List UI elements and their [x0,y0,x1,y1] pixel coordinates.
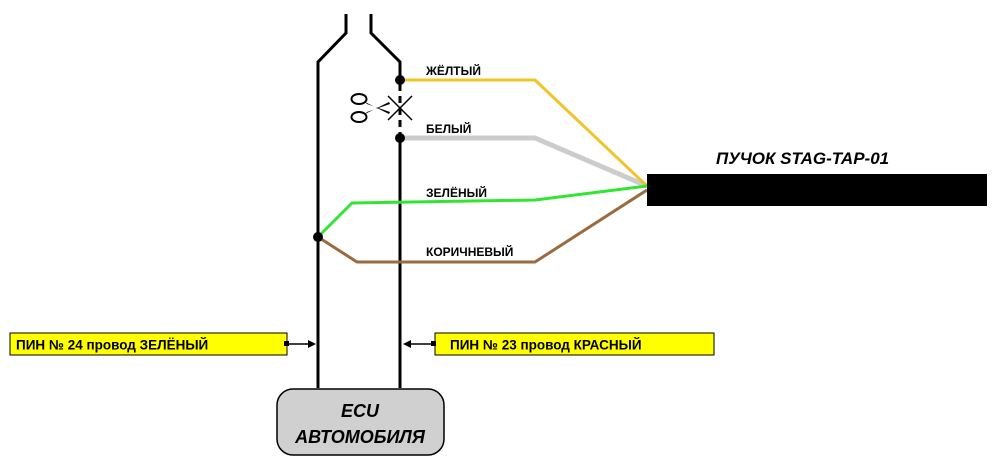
ecu-block [276,388,445,456]
x-cut-mark-icon [387,95,413,121]
scissors-icon [350,93,390,123]
pin-marker-left [284,341,289,346]
wire-green [316,184,648,239]
pin-marker-right [431,341,436,346]
wire-yellow [400,78,649,188]
pin-arrowhead-right [403,340,411,348]
vehicle-wire-right-top [369,14,402,80]
junction-green-brown [313,232,323,242]
pin-label-left: ПИН № 24 провод ЗЕЛЁНЫЙ [16,338,208,353]
bundle-title: ПУЧОК STAG-TAP-01 [716,149,889,168]
junction-yellow [395,75,405,85]
pin-arrowhead-left [308,340,316,348]
cable-bundle [647,174,987,206]
junction-white [395,133,405,143]
wire-label-green: ЗЕЛЁНЫЙ [426,185,487,200]
wire-label-yellow: ЖЁЛТЫЙ [425,63,481,78]
wire-label-brown: КОРИЧНЕВЫЙ [426,244,513,259]
ecu-label-line2: АВТОМОБИЛЯ [294,427,426,447]
ecu-label-line1: ECU [341,401,380,421]
wire-label-white: БЕЛЫЙ [426,121,471,136]
pin-label-right: ПИН № 23 провод КРАСНЫЙ [450,338,642,353]
vehicle-wire-left [316,14,348,388]
wire-white [400,135,648,189]
wire-brown [317,188,648,264]
